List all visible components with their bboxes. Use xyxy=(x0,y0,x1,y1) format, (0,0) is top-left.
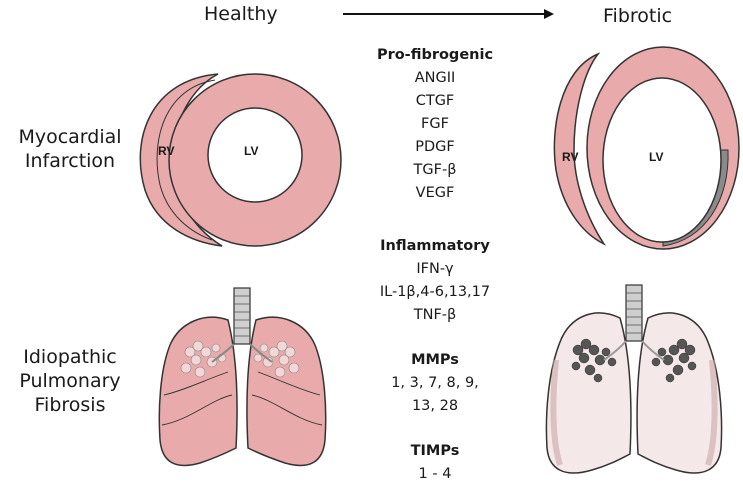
list-item: 1, 3, 7, 8, 9, xyxy=(391,375,479,391)
list-item: TGF-β xyxy=(413,162,457,178)
group-title: Pro-fibrogenic xyxy=(376,47,494,63)
list-item: TNF-β xyxy=(413,307,457,323)
healthy-lv-label: LV xyxy=(244,144,259,158)
fibrotic-header: Fibrotic xyxy=(603,5,673,27)
group-title: TIMPs xyxy=(410,443,460,459)
fibrotic-rv-label: RV xyxy=(562,150,579,164)
healthy-header: Healthy xyxy=(204,3,278,25)
list-item: IFN-γ xyxy=(416,261,454,277)
group-title: Inflammatory xyxy=(380,238,490,254)
ipf-label: Idiopathic Pulmonary Fibrosis xyxy=(19,346,121,416)
group-title: MMPs xyxy=(411,352,459,368)
healthy-rv-label: RV xyxy=(158,144,175,158)
healthy-lv-cavity xyxy=(207,107,303,203)
healthy-trachea xyxy=(233,287,251,345)
list-item: PDGF xyxy=(415,139,455,155)
group-inflammatory: Inflammatory IFN-γ IL-1β,4-6,13,17 TNF-β xyxy=(350,235,520,327)
healthy-left-lung xyxy=(158,316,238,467)
fibrotic-lv-label: LV xyxy=(649,150,664,164)
healthy-right-lung xyxy=(246,316,327,467)
myocardial-infarction-label: Myocardial Infarction xyxy=(18,126,122,172)
fibrotic-rv-wall xyxy=(553,52,607,246)
list-item: FGF xyxy=(421,116,449,132)
list-item: 13, 28 xyxy=(411,398,459,414)
fibrotic-lungs xyxy=(545,284,723,474)
list-item: 1 - 4 xyxy=(418,466,452,482)
fibrotic-heart xyxy=(553,46,740,250)
group-mmps: MMPs 1, 3, 7, 8, 9, 13, 28 xyxy=(350,349,520,418)
fibrotic-lv-cavity xyxy=(602,77,722,243)
list-item: IL-1β,4-6,13,17 xyxy=(379,284,491,300)
group-timps: TIMPs 1 - 4 xyxy=(350,440,520,486)
healthy-lungs xyxy=(158,287,327,467)
fibrotic-trachea xyxy=(625,284,643,342)
list-item: VEGF xyxy=(415,185,455,201)
list-item: CTGF xyxy=(415,93,455,109)
list-item: ANGII xyxy=(414,70,456,86)
group-pro-fibrogenic: Pro-fibrogenic ANGII CTGF FGF PDGF TGF-β… xyxy=(350,44,520,205)
healthy-heart xyxy=(139,73,342,247)
